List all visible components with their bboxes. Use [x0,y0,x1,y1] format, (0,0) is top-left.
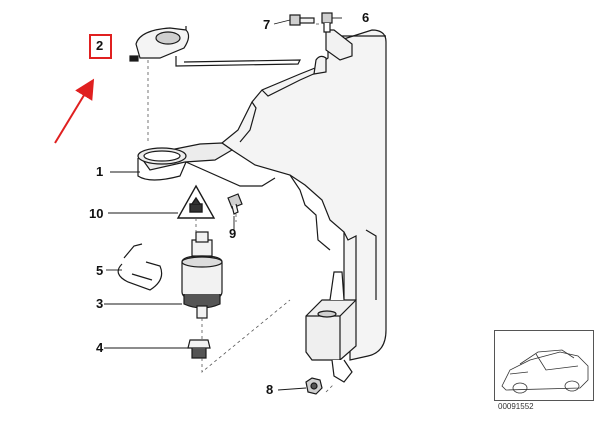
callout-2: 2 [96,38,104,53]
diagram-reference-number: 00091552 [498,402,534,411]
callout-8: 8 [266,382,274,397]
assembly-dashed-lines [147,23,335,393]
level-sensor-cap [129,26,301,67]
callout-7: 7 [263,17,271,32]
callout-10: 10 [89,206,104,221]
top-bracket [313,12,353,75]
callout-6: 6 [362,10,370,25]
washer-reservoir-tank [221,29,387,361]
callout-5: 5 [96,263,104,278]
callout-2-highlight-box [89,34,112,59]
leader-lines [104,17,342,391]
callout-1: 1 [96,164,104,179]
car-thumbnail-frame [494,330,594,401]
callout-3: 3 [96,296,104,311]
warning-label-icon [176,184,216,219]
red-pointer-arrow [54,78,95,144]
grommet [187,339,211,359]
pump-clip [117,243,163,291]
filler-neck [137,142,276,187]
bolt [289,14,315,26]
callout-4: 4 [96,340,104,355]
screw [227,193,243,215]
nut [305,377,323,395]
callout-9: 9 [229,226,237,241]
washer-pump [181,231,223,319]
tank-lower-cup [305,271,357,383]
car-thumbnail-icon [501,349,589,394]
